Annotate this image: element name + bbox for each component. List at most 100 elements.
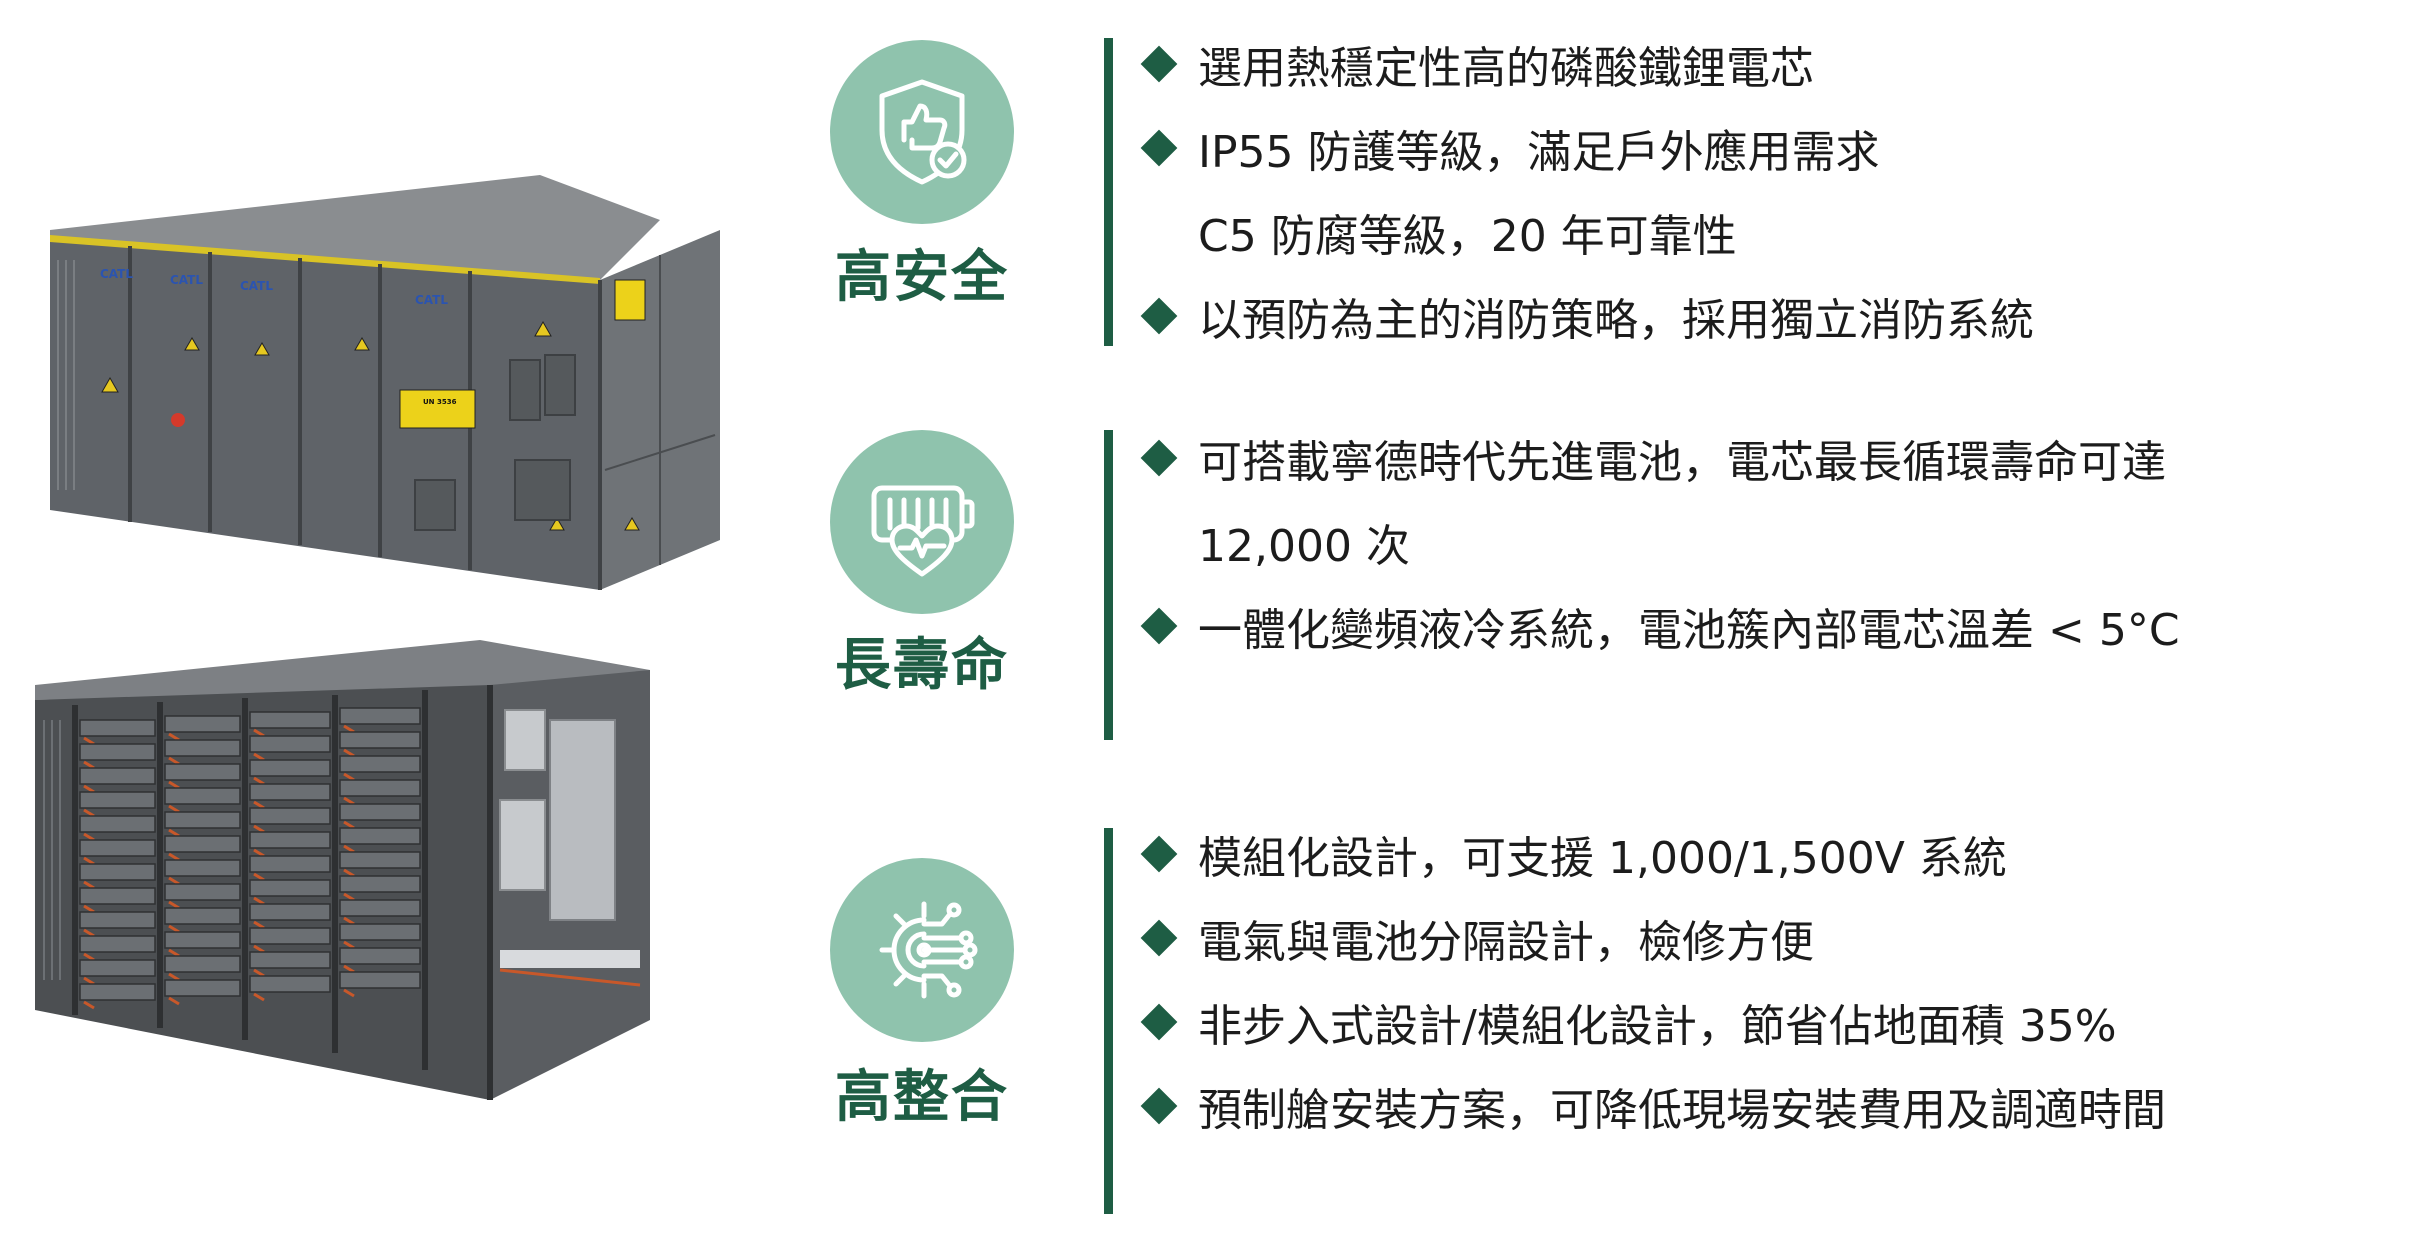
- un-label: UN 3536: [423, 398, 457, 406]
- container-interior-image: [35, 640, 650, 1100]
- section-divider: [1104, 38, 1113, 346]
- container-exterior-image: CATL CATL CATL CATL UN 3536: [50, 175, 720, 590]
- battery-module: [339, 707, 421, 725]
- battery-cable: [83, 736, 95, 746]
- battery-module: [339, 755, 421, 773]
- battery-cable: [168, 900, 180, 910]
- battery-cable: [168, 948, 180, 958]
- battery-module: [164, 883, 241, 901]
- list-item: 電氣與電池分隔設計，檢修方便: [1140, 896, 2166, 980]
- battery-module: [249, 879, 331, 897]
- battery-cable: [168, 780, 180, 790]
- battery-module: [164, 763, 241, 781]
- battery-module: [249, 807, 331, 825]
- list-item: 一體化變頻液冷系統，電池簇內部電芯溫差 < 5°C: [1140, 584, 2180, 668]
- battery-cable: [168, 972, 180, 982]
- catl-logo: CATL: [100, 267, 133, 281]
- section-title-safety: 高安全: [835, 245, 1009, 310]
- battery-module: [164, 859, 241, 877]
- diamond-bullet-icon: [1140, 835, 1178, 873]
- battery-cable: [168, 756, 180, 766]
- section-divider: [1104, 430, 1113, 740]
- longevity-feature-list: 可搭載寧德時代先進電池，電芯最長循環壽命可達 12,000 次 一體化變頻液冷系…: [1140, 416, 2180, 668]
- battery-cable: [168, 852, 180, 862]
- section-divider: [1104, 828, 1113, 1214]
- list-item: 以預防為主的消防策略，採用獨立消防系統: [1140, 274, 2034, 358]
- battery-cable: [343, 724, 355, 734]
- battery-cable: [343, 988, 355, 998]
- battery-cable: [83, 952, 95, 962]
- battery-cable: [253, 944, 265, 954]
- battery-cable: [343, 844, 355, 854]
- battery-cable: [343, 892, 355, 902]
- battery-module: [339, 803, 421, 821]
- battery-cable: [83, 856, 95, 866]
- list-item: C5 防腐等級，20 年可靠性: [1198, 211, 1737, 262]
- battery-cable: [343, 868, 355, 878]
- battery-cable: [83, 808, 95, 818]
- battery-module: [249, 855, 331, 873]
- battery-module: [164, 835, 241, 853]
- battery-cable: [343, 940, 355, 950]
- battery-cable: [83, 880, 95, 890]
- list-item: 可搭載寧德時代先進電池，電芯最長循環壽命可達: [1140, 416, 2180, 500]
- battery-module: [164, 955, 241, 973]
- diamond-bullet-icon: [1140, 439, 1178, 477]
- diamond-bullet-icon: [1140, 607, 1178, 645]
- list-item: 12,000 次: [1198, 521, 1410, 572]
- battery-module: [249, 951, 331, 969]
- list-item: 非步入式設計/模組化設計，節省佔地面積 35%: [1140, 980, 2166, 1064]
- catl-logo: CATL: [240, 279, 273, 293]
- section-title-integration: 高整合: [835, 1065, 1009, 1130]
- battery-cable: [253, 992, 265, 1002]
- battery-module: [249, 831, 331, 849]
- battery-module: [79, 719, 156, 737]
- diamond-bullet-icon: [1140, 297, 1178, 335]
- battery-cable: [168, 876, 180, 886]
- battery-module: [79, 839, 156, 857]
- battery-module: [79, 935, 156, 953]
- battery-module: [79, 887, 156, 905]
- battery-module: [79, 767, 156, 785]
- battery-cable: [253, 776, 265, 786]
- battery-cable: [83, 976, 95, 986]
- battery-cable: [343, 916, 355, 926]
- battery-module-grid: [79, 707, 421, 1010]
- list-item: 預制艙安裝方案，可降低現場安裝費用及調適時間: [1140, 1064, 2166, 1148]
- battery-module: [249, 759, 331, 777]
- battery-cable: [168, 828, 180, 838]
- battery-module: [79, 815, 156, 833]
- battery-module: [249, 903, 331, 921]
- battery-module: [339, 731, 421, 749]
- battery-module: [164, 739, 241, 757]
- battery-cable: [253, 968, 265, 978]
- battery-module: [164, 931, 241, 949]
- battery-module: [249, 975, 331, 993]
- battery-module: [164, 715, 241, 733]
- diamond-bullet-icon: [1140, 1087, 1178, 1125]
- battery-cable: [343, 964, 355, 974]
- diamond-bullet-icon: [1140, 919, 1178, 957]
- battery-module: [339, 971, 421, 989]
- battery-cable: [253, 920, 265, 930]
- battery-module: [249, 711, 331, 729]
- diamond-bullet-icon: [1140, 45, 1178, 83]
- battery-module: [79, 911, 156, 929]
- battery-cable: [253, 800, 265, 810]
- battery-module: [164, 811, 241, 829]
- safety-feature-list: 選用熱穩定性高的磷酸鐵鋰電芯 IP55 防護等級，滿足戶外應用需求 C5 防腐等…: [1140, 22, 2034, 358]
- battery-cable: [343, 772, 355, 782]
- battery-cable: [253, 824, 265, 834]
- battery-module: [339, 875, 421, 893]
- battery-cable: [253, 896, 265, 906]
- battery-module: [164, 907, 241, 925]
- battery-cable: [83, 832, 95, 842]
- battery-module: [339, 947, 421, 965]
- battery-cable: [83, 928, 95, 938]
- battery-module: [339, 851, 421, 869]
- battery-module: [79, 983, 156, 1001]
- battery-module: [79, 959, 156, 977]
- battery-module: [79, 863, 156, 881]
- battery-module: [249, 783, 331, 801]
- battery-cable: [83, 760, 95, 770]
